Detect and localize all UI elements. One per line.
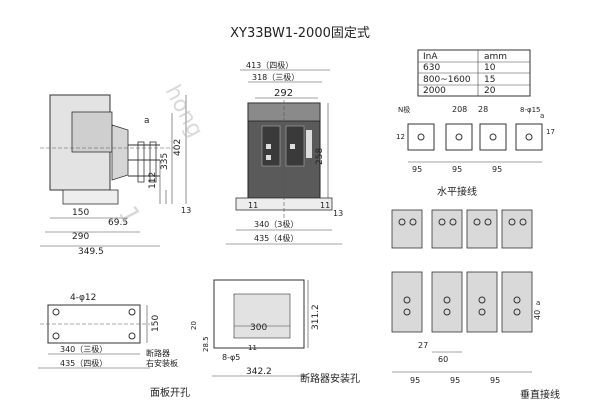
table-header-current: InA — [423, 52, 438, 62]
dim-349-5: 349.5 — [78, 247, 104, 257]
dim-413: 413（四极） — [246, 60, 293, 70]
dim-8-phi-5: 8-φ5 — [222, 353, 240, 362]
dim-13-right: 13 — [333, 209, 343, 218]
dim-435-panel: 435（四极） — [60, 358, 107, 368]
vertical-wiring-caption: 垂直接线 — [520, 388, 560, 401]
dim-340-panel: 340（三极） — [60, 344, 107, 354]
dim-40: 40 — [533, 310, 542, 320]
dim-112: 112 — [148, 172, 158, 189]
dim-95: 95 — [490, 376, 500, 385]
dim-95: 95 — [452, 165, 462, 174]
n-pole-label: N极 — [398, 105, 410, 114]
dim-95: 95 — [492, 165, 502, 174]
dim-13: 13 — [181, 206, 191, 215]
table-cell: 800~1600 — [423, 75, 471, 85]
vertical-busbars: N极 a 40 60 27 95 95 95 — [391, 271, 542, 385]
panel-cutout: 4-φ12 150 340（三极） 435（四极） 断路器 右安装板 面板开孔 — [38, 293, 190, 399]
right-mounting-plate-label: 断路器 右安装板 — [146, 348, 178, 368]
dim-11-holes: 11 — [248, 344, 257, 352]
dim-69-5: 69.5 — [108, 218, 128, 228]
dim-11: 11 — [320, 201, 330, 210]
side-view: 402 335 112 13 a 150 69.5 290 349.5 — [40, 94, 191, 257]
dim-342-2: 342.2 — [246, 367, 272, 377]
dim-258: 258 — [315, 148, 325, 165]
dim-208: 208 — [452, 105, 467, 114]
dim-311-2: 311.2 — [311, 304, 321, 330]
dim-95: 95 — [450, 376, 460, 385]
table-cell: 630 — [423, 63, 440, 73]
table-header-amm: amm — [484, 52, 507, 62]
dim-335: 335 — [160, 153, 170, 170]
dim-28-5: 28.5 — [202, 336, 210, 352]
drawing-title: XY33BW1-2000固定式 — [230, 26, 370, 41]
right-mounting-plate-line1: 断路器 — [146, 348, 170, 358]
dim-28: 28 — [478, 105, 488, 114]
current-table: InA amm 630 10 800~1600 15 2000 20 — [417, 49, 531, 97]
panel-cutout-caption: 面板开孔 — [150, 386, 190, 399]
dim-300: 300 — [250, 323, 267, 333]
dim-95: 95 — [412, 165, 422, 174]
dim-435: 435（4极） — [254, 233, 298, 243]
dim-a-bottom: a — [536, 299, 540, 307]
dim-60: 60 — [438, 355, 448, 364]
table-cell: 10 — [484, 63, 496, 73]
dim-340: 340（3极） — [254, 219, 298, 229]
dim-318: 318（三极） — [252, 72, 299, 82]
terminal-top: N极 208 28 8-φ15 12 a 17 95 95 95 — [396, 105, 555, 174]
dim-95: 95 — [410, 376, 420, 385]
dim-a-top: a — [540, 112, 544, 120]
dim-290: 290 — [72, 232, 89, 242]
dim-150-panel: 150 — [151, 315, 161, 332]
dim-27: 27 — [418, 341, 428, 350]
mounting-holes-caption: 断路器安装孔 — [300, 372, 360, 385]
dim-292: 292 — [274, 88, 293, 99]
dim-402: 402 — [173, 139, 183, 156]
table-cell: 20 — [484, 86, 496, 96]
horizontal-busbars — [391, 209, 533, 249]
mounting-holes: 300 311.2 28.5 20 11 8-φ5 342.2 断路器安装孔 — [190, 279, 360, 385]
dim-12: 12 — [396, 133, 405, 141]
dim-8-phi-15: 8-φ15 — [520, 106, 541, 114]
watermark-text: hong — [160, 81, 208, 142]
right-mounting-plate-line2: 右安装板 — [146, 358, 178, 368]
front-view: 413（四极） 318（三极） 292 258 11 11 13 340（3极）… — [226, 60, 343, 245]
dim-17: 17 — [546, 128, 555, 136]
dim-11-left: 11 — [248, 201, 258, 210]
table-cell: 15 — [484, 75, 495, 85]
dim-20: 20 — [190, 321, 198, 330]
dim-150: 150 — [72, 208, 89, 218]
dim-4-phi-12: 4-φ12 — [70, 293, 96, 303]
dim-a: a — [144, 116, 150, 126]
table-cell: 2000 — [423, 86, 446, 96]
horizontal-wiring-caption: 水平接线 — [437, 185, 477, 198]
